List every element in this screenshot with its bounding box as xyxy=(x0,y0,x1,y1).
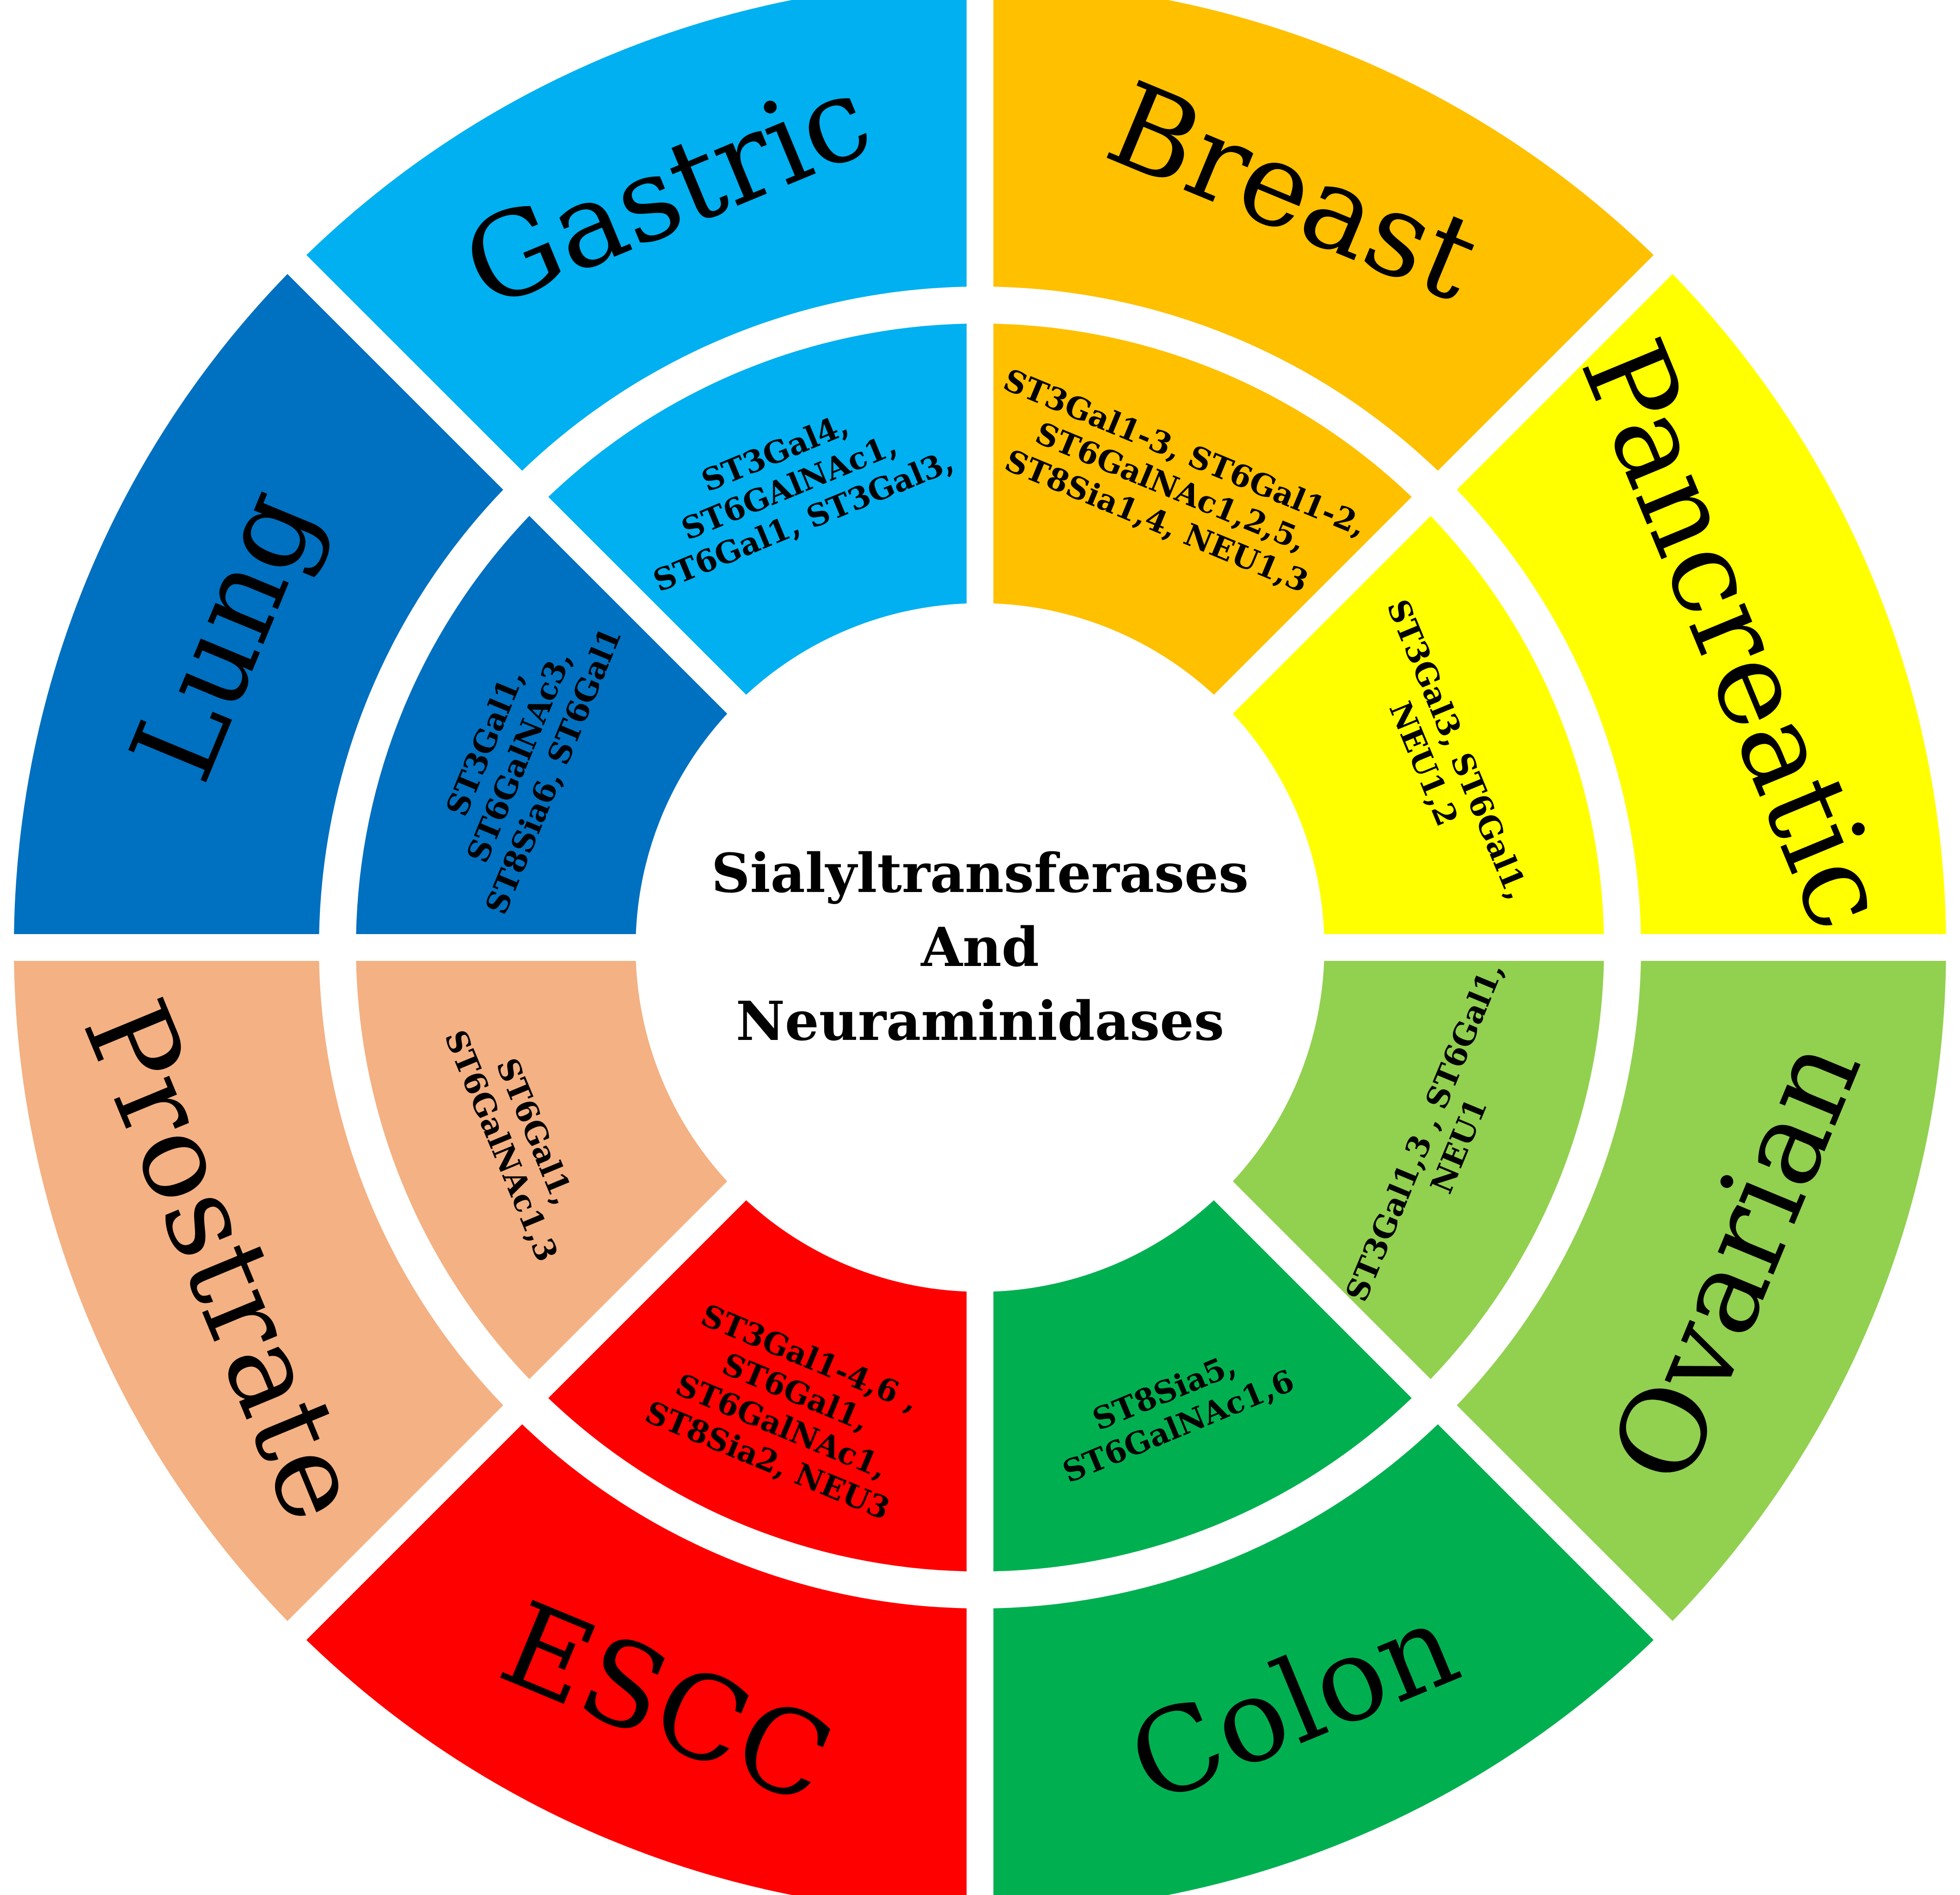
inner-band-colon xyxy=(993,1200,1412,1571)
outer-band-ovarian xyxy=(1457,961,1946,1621)
outer-band-pancreatic xyxy=(1457,274,1946,935)
inner-band-ovarian xyxy=(1232,961,1604,1379)
outer-band-prostrate xyxy=(14,961,503,1621)
outer-band-lung xyxy=(14,274,503,935)
inner-band-escc xyxy=(548,1200,967,1571)
inner-band-breast xyxy=(993,324,1412,695)
center-title-line-2: And xyxy=(920,916,1039,979)
inner-band-lung xyxy=(356,516,728,934)
inner-band-pancreatic xyxy=(1232,516,1604,934)
inner-band-gastric xyxy=(548,324,967,695)
outer-band-escc xyxy=(306,1424,967,1895)
center-title-line-3: Neuraminidases xyxy=(736,990,1224,1053)
center-title-line-1: Sialyltransferases xyxy=(711,842,1249,905)
outer-band-breast xyxy=(993,0,1654,471)
outer-band-colon xyxy=(993,1424,1654,1895)
inner-band-prostrate xyxy=(356,961,728,1379)
outer-band-gastric xyxy=(306,0,967,471)
center-circle: Sialyltransferases And Neuraminidases xyxy=(711,842,1249,1053)
